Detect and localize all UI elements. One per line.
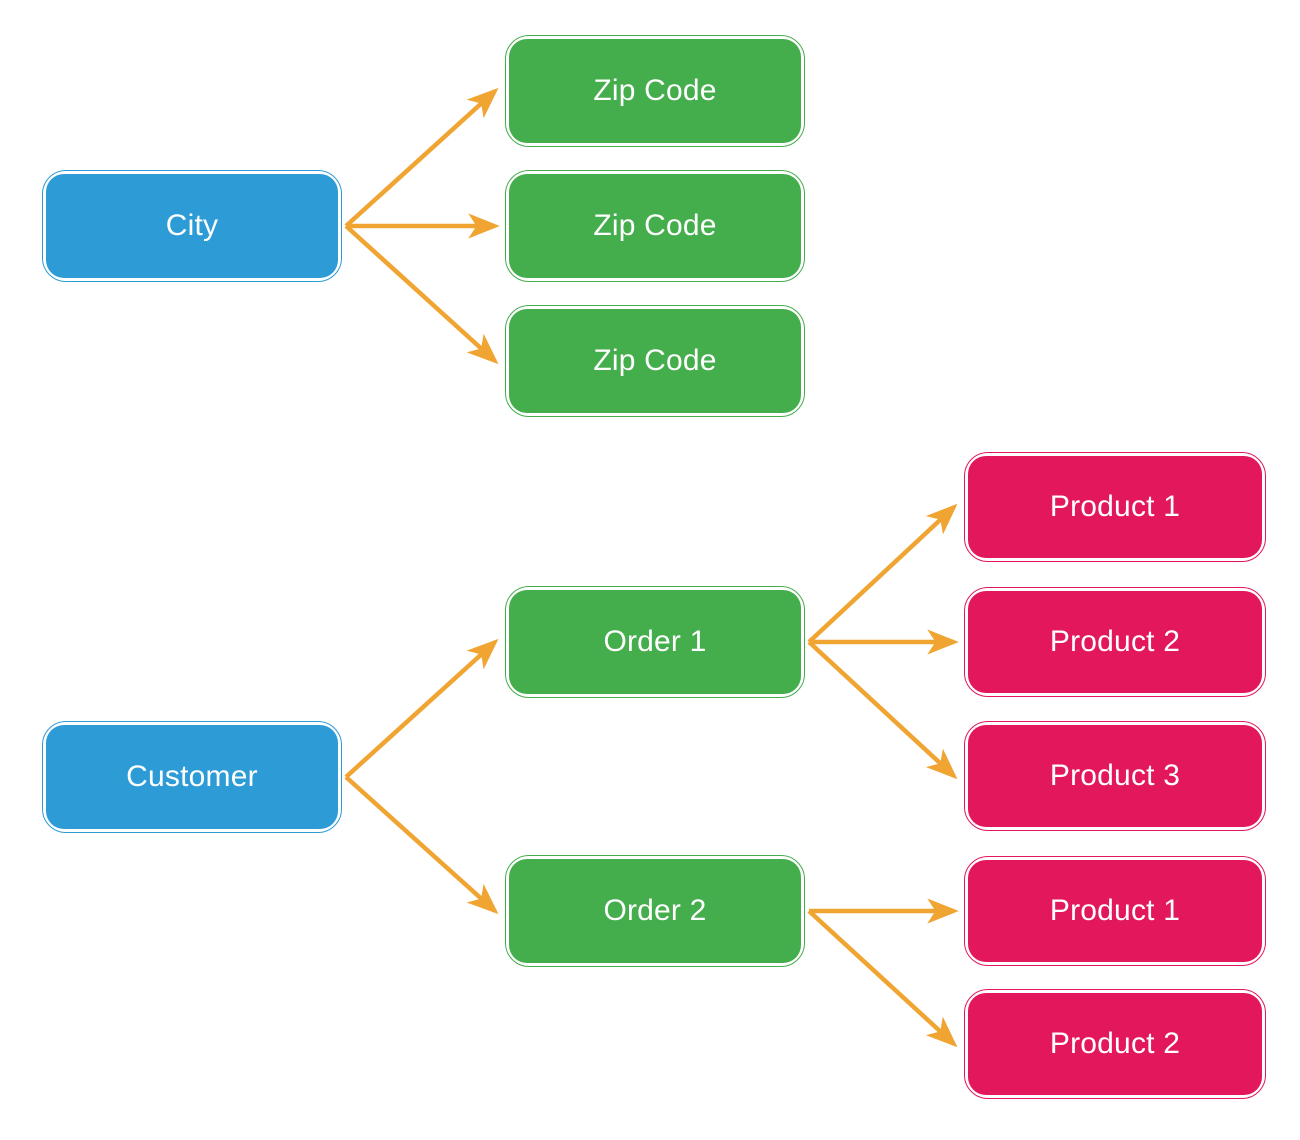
node-body: Zip Code xyxy=(509,174,801,278)
node-label: Product 1 xyxy=(1049,894,1181,927)
node-zip3: Zip Code xyxy=(505,305,805,417)
node-label: Product 2 xyxy=(1049,625,1181,658)
node-label: Customer xyxy=(126,760,258,793)
node-o1p3: Product 3 xyxy=(964,721,1266,831)
arrow-order1-to-o1p3 xyxy=(807,640,958,780)
node-body: Zip Code xyxy=(509,39,801,143)
arrow-city-to-zip3 xyxy=(344,224,499,365)
node-body: Product 1 xyxy=(968,456,1262,558)
node-zip2: Zip Code xyxy=(505,170,805,282)
node-customer: Customer xyxy=(42,721,342,833)
arrow-order1-to-o1p1 xyxy=(807,503,958,644)
node-body: Zip Code xyxy=(509,309,801,413)
node-order1: Order 1 xyxy=(505,586,805,698)
node-label: Product 2 xyxy=(1049,1027,1181,1060)
node-label: Zip Code xyxy=(593,74,717,107)
node-order2: Order 2 xyxy=(505,855,805,967)
node-body: City xyxy=(46,174,338,278)
node-city: City xyxy=(42,170,342,282)
node-label: Zip Code xyxy=(593,344,717,377)
node-body: Customer xyxy=(46,725,338,829)
arrow-customer-to-order1 xyxy=(344,638,499,779)
node-body: Order 2 xyxy=(509,859,801,963)
node-label: Zip Code xyxy=(593,209,717,242)
node-o2p1: Product 1 xyxy=(964,856,1266,966)
node-body: Product 2 xyxy=(968,591,1262,693)
node-body: Product 2 xyxy=(968,993,1262,1095)
node-o1p2: Product 2 xyxy=(964,587,1266,697)
node-body: Product 3 xyxy=(968,725,1262,827)
node-o1p1: Product 1 xyxy=(964,452,1266,562)
arrow-customer-to-order2 xyxy=(344,775,499,915)
node-body: Order 1 xyxy=(509,590,801,694)
node-body: Product 1 xyxy=(968,860,1262,962)
node-label: City xyxy=(165,209,219,242)
node-label: Order 1 xyxy=(603,625,707,658)
node-o2p2: Product 2 xyxy=(964,989,1266,1099)
node-label: Product 1 xyxy=(1049,490,1181,523)
node-label: Product 3 xyxy=(1049,759,1181,792)
node-label: Order 2 xyxy=(603,894,707,927)
node-zip1: Zip Code xyxy=(505,35,805,147)
arrow-city-to-zip1 xyxy=(344,87,499,228)
arrow-order2-to-o2p2 xyxy=(807,909,958,1048)
